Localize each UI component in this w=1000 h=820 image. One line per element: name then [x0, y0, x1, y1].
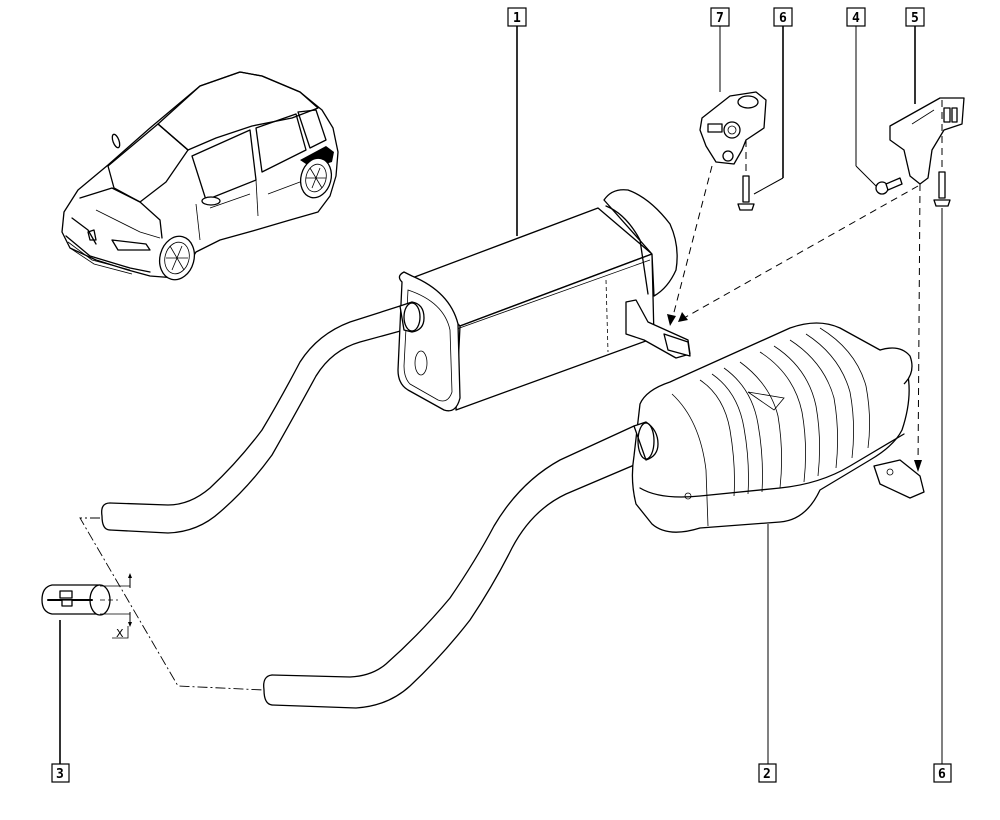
svg-text:1: 1 — [513, 11, 521, 26]
svg-text:4: 4 — [852, 11, 860, 26]
svg-text:5: 5 — [911, 11, 919, 26]
car-illustration — [61, 71, 339, 281]
svg-text:7: 7 — [716, 11, 724, 26]
front-pipe-upper — [101, 305, 405, 534]
svg-text:6: 6 — [938, 767, 946, 782]
callout-1: 1 — [507, 7, 527, 27]
pipe-clamp: X — [41, 573, 132, 640]
callout-5: 5 — [905, 7, 925, 27]
rear-silencer — [631, 322, 925, 533]
callout-2: 2 — [758, 763, 777, 783]
mounting-bolt-top — [737, 175, 755, 211]
callout-3: 3 — [51, 763, 70, 783]
dimension-x-label: X — [116, 627, 124, 640]
callout-4: 4 — [846, 7, 866, 27]
svg-text:6: 6 — [779, 11, 787, 26]
svg-text:3: 3 — [56, 767, 64, 782]
callout-6-top: 6 — [773, 7, 793, 27]
leader-lines — [59, 26, 943, 764]
rubber-mounting-block — [699, 91, 767, 165]
intermediate-silencer — [397, 189, 691, 412]
rear-pipe-lower — [263, 425, 647, 709]
rear-mounting-bracket — [889, 97, 965, 185]
callout-7: 7 — [710, 7, 730, 27]
callout-6-bottom: 6 — [933, 763, 952, 783]
assembly-lines — [667, 100, 943, 472]
mounting-bolt-right — [933, 171, 951, 207]
svg-text:2: 2 — [763, 767, 771, 782]
hex-bolt — [875, 177, 903, 195]
alignment-line-clamp — [79, 517, 265, 691]
